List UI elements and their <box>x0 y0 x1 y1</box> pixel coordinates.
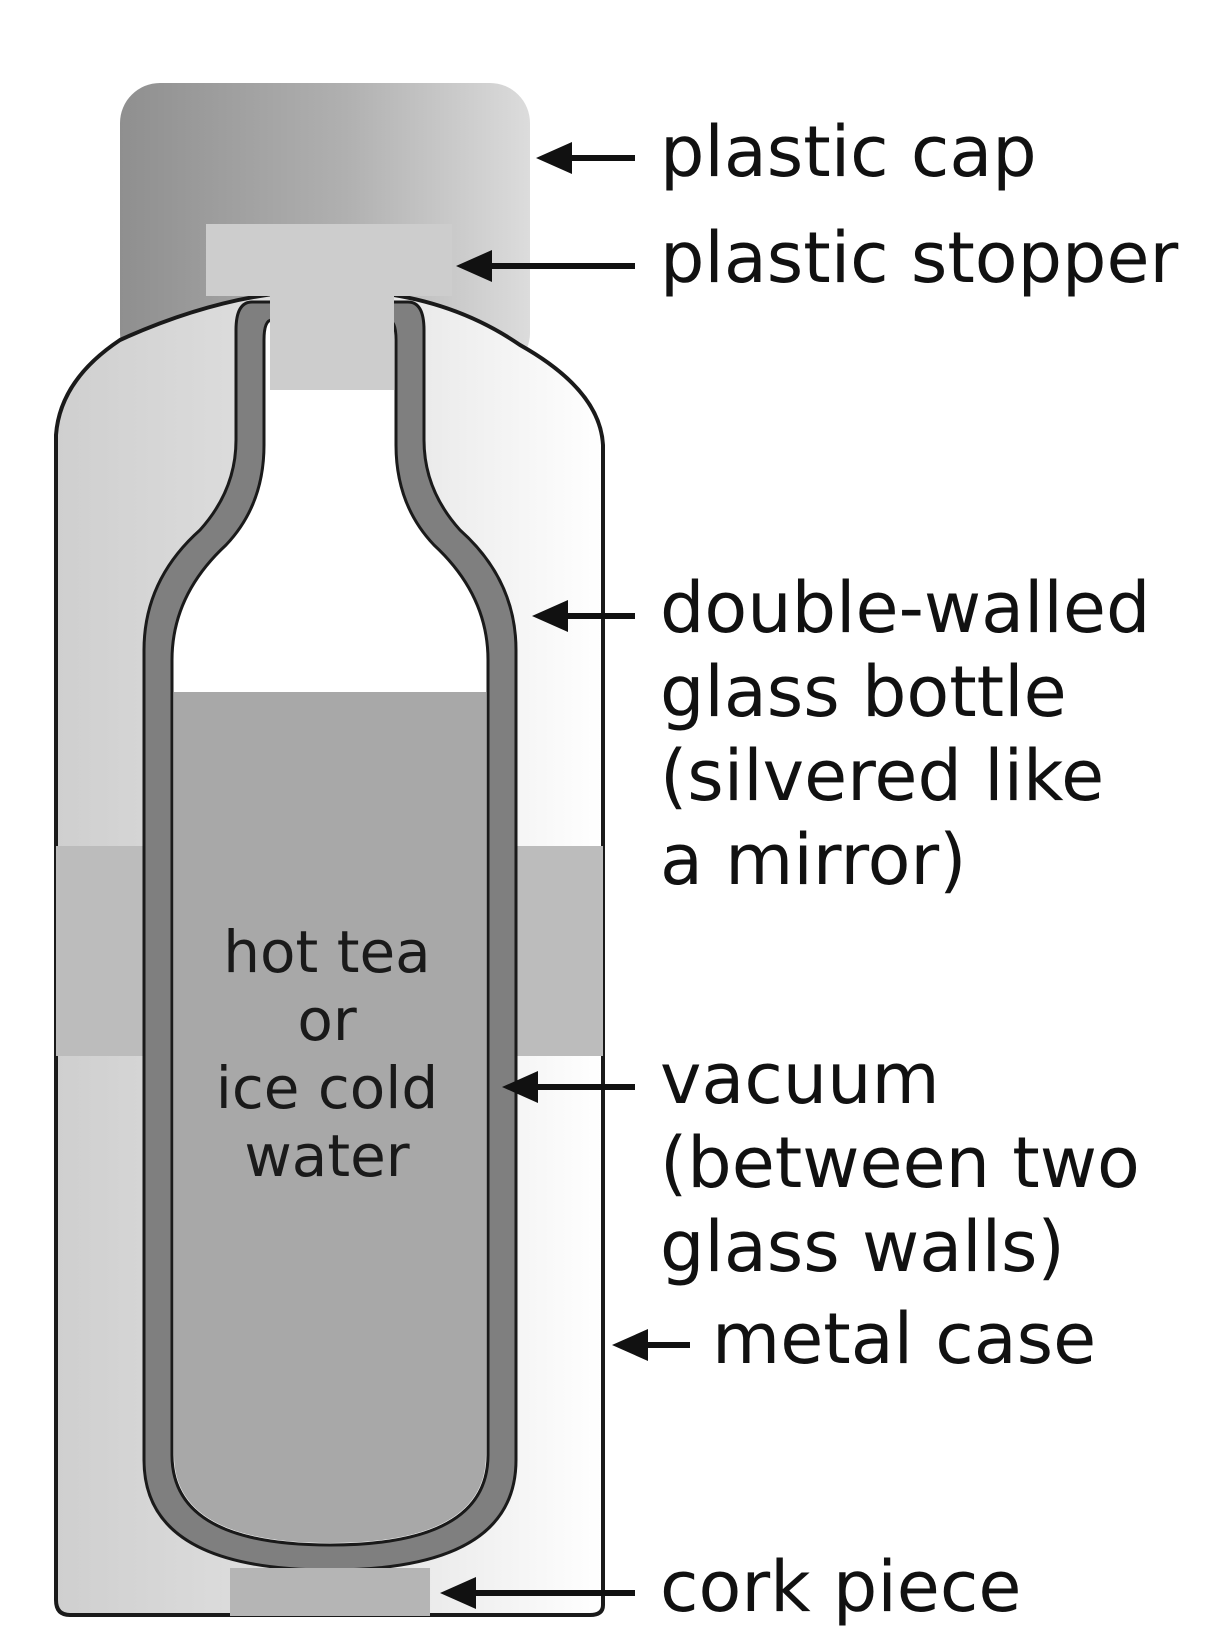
arrowhead-cork-piece <box>440 1577 476 1609</box>
label-vacuum: vacuum (between two glass walls) <box>660 1038 1140 1288</box>
label-plastic-cap: plastic cap <box>660 111 1037 193</box>
liquid-fill <box>174 692 486 1543</box>
label-plastic-stopper: plastic stopper <box>660 217 1179 299</box>
label-arrows <box>440 142 690 1609</box>
arrowhead-plastic-stopper <box>456 250 492 282</box>
label-metal-case: metal case <box>712 1298 1097 1380</box>
arrowhead-metal-case <box>612 1329 648 1361</box>
label-double-walled-bottle: double-walled glass bottle (silvered lik… <box>660 567 1151 901</box>
contents-label: hot tea or ice cold water <box>215 918 439 1190</box>
arrowhead-double-walled-bottle <box>532 600 568 632</box>
cork-piece <box>230 1568 430 1616</box>
arrowhead-plastic-cap <box>536 142 572 174</box>
plastic-stopper <box>206 224 452 390</box>
label-cork-piece: cork piece <box>660 1546 1022 1628</box>
arrowhead-vacuum <box>502 1071 538 1103</box>
